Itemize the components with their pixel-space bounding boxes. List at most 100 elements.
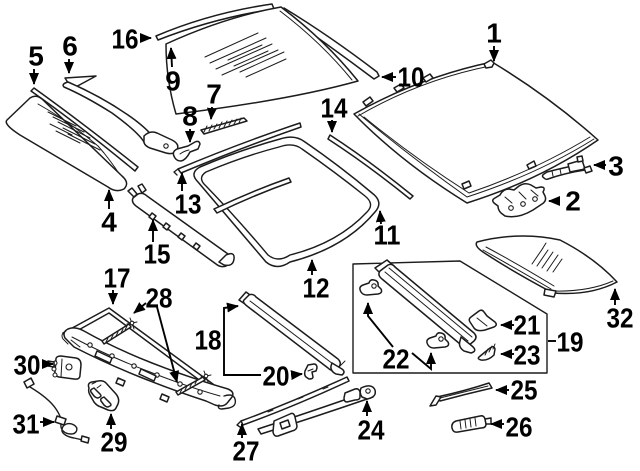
callout-19[interactable]: 19 bbox=[548, 327, 584, 358]
part-24-side-rail bbox=[257, 385, 377, 437]
part-number-9[interactable]: 9 bbox=[165, 66, 181, 97]
callout-4[interactable]: 4 bbox=[101, 189, 117, 238]
part-number-5[interactable]: 5 bbox=[28, 41, 44, 72]
part-number-13[interactable]: 13 bbox=[175, 189, 202, 220]
part-20-end-bracket bbox=[303, 363, 318, 380]
callout-7[interactable]: 7 bbox=[206, 79, 222, 120]
leader-line-28-2 bbox=[156, 306, 179, 383]
part-25-channel-rail bbox=[429, 382, 493, 407]
leader-line-22-2 bbox=[411, 352, 436, 372]
callout-10[interactable]: 10 bbox=[381, 62, 425, 93]
part-9-glass-panel bbox=[165, 6, 359, 115]
part-1-roof-panel bbox=[353, 59, 599, 204]
part-2-bracket bbox=[491, 182, 547, 218]
part-number-28[interactable]: 28 bbox=[146, 283, 173, 314]
part-13-molding-strip bbox=[173, 122, 302, 176]
part-number-7[interactable]: 7 bbox=[206, 79, 222, 110]
part-21-guide-piece bbox=[468, 309, 498, 332]
callout-6[interactable]: 6 bbox=[62, 31, 78, 74]
callout-24[interactable]: 24 bbox=[358, 400, 385, 446]
part-31-drive-cable bbox=[23, 377, 90, 444]
part-number-15[interactable]: 15 bbox=[144, 239, 171, 270]
part-number-17[interactable]: 17 bbox=[104, 263, 131, 294]
part-22-cable-end-right bbox=[426, 332, 450, 349]
callout-26[interactable]: 26 bbox=[490, 412, 533, 443]
callout-20[interactable]: 20 bbox=[263, 361, 303, 392]
part-19-detail-box bbox=[352, 260, 548, 374]
part-16-molding-strip bbox=[155, 3, 275, 41]
part-22-cable-end-left bbox=[359, 279, 383, 296]
callout-3[interactable]: 3 bbox=[593, 151, 624, 182]
part-number-21[interactable]: 21 bbox=[514, 310, 541, 341]
callout-32[interactable]: 32 bbox=[607, 288, 634, 334]
part-number-19[interactable]: 19 bbox=[557, 327, 584, 358]
part-number-30[interactable]: 30 bbox=[14, 350, 41, 381]
part-28-guide-screws bbox=[101, 317, 212, 396]
callout-17[interactable]: 17 bbox=[104, 263, 131, 305]
part-23-plug bbox=[477, 343, 496, 361]
part-number-23[interactable]: 23 bbox=[514, 340, 541, 371]
part-number-2[interactable]: 2 bbox=[565, 186, 581, 217]
part-number-6[interactable]: 6 bbox=[62, 31, 78, 62]
callout-5[interactable]: 5 bbox=[28, 41, 44, 85]
leader-line-9 bbox=[166, 47, 177, 68]
part-18-drive-rail bbox=[238, 291, 346, 376]
callout-15[interactable]: 15 bbox=[144, 219, 171, 270]
callout-30[interactable]: 30 bbox=[14, 350, 54, 381]
part-3-bolt bbox=[541, 155, 593, 181]
part-number-8[interactable]: 8 bbox=[182, 101, 198, 132]
part-27-rail bbox=[236, 376, 350, 428]
callout-29[interactable]: 29 bbox=[101, 413, 128, 458]
part-number-1[interactable]: 1 bbox=[486, 18, 502, 49]
callout-9[interactable]: 9 bbox=[165, 47, 181, 97]
part-6-wind-deflector bbox=[62, 75, 179, 155]
part-number-29[interactable]: 29 bbox=[101, 427, 128, 458]
part-number-24[interactable]: 24 bbox=[358, 415, 385, 446]
part-number-16[interactable]: 16 bbox=[112, 24, 139, 55]
part-number-4[interactable]: 4 bbox=[101, 207, 117, 238]
callout-13[interactable]: 13 bbox=[175, 172, 202, 220]
callout-23[interactable]: 23 bbox=[500, 340, 541, 371]
callout-18[interactable]: 18 bbox=[195, 302, 262, 376]
callout-11[interactable]: 11 bbox=[374, 210, 401, 251]
callout-27[interactable]: 27 bbox=[233, 423, 260, 467]
part-number-25[interactable]: 25 bbox=[511, 375, 538, 406]
callout-31[interactable]: 31 bbox=[13, 409, 55, 440]
leader-line-18 bbox=[223, 302, 261, 376]
part-number-3[interactable]: 3 bbox=[608, 151, 624, 182]
part-14-molding-strip bbox=[327, 134, 414, 200]
part-number-10[interactable]: 10 bbox=[398, 62, 425, 93]
part-number-12[interactable]: 12 bbox=[303, 273, 330, 304]
callout-1[interactable]: 1 bbox=[486, 18, 502, 62]
callout-22[interactable]: 22 bbox=[363, 302, 436, 375]
part-number-26[interactable]: 26 bbox=[506, 412, 533, 443]
part-number-11[interactable]: 11 bbox=[374, 220, 401, 251]
part-number-14[interactable]: 14 bbox=[321, 93, 348, 124]
leader-line-11 bbox=[375, 210, 386, 225]
part-8-bracket bbox=[172, 140, 201, 162]
callout-14[interactable]: 14 bbox=[321, 93, 348, 133]
callout-25[interactable]: 25 bbox=[495, 375, 538, 406]
part-7-guide-rod bbox=[200, 117, 248, 135]
leader-line-20 bbox=[290, 370, 303, 381]
callout-8[interactable]: 8 bbox=[182, 101, 198, 143]
part-number-32[interactable]: 32 bbox=[607, 303, 634, 334]
part-number-31[interactable]: 31 bbox=[13, 409, 40, 440]
part-29-mount-bracket bbox=[87, 380, 120, 412]
callout-21[interactable]: 21 bbox=[500, 310, 541, 341]
part-32-rear-glass bbox=[475, 235, 618, 298]
callout-16[interactable]: 16 bbox=[112, 24, 152, 55]
part-26-clip bbox=[451, 415, 492, 433]
part-number-20[interactable]: 20 bbox=[263, 361, 290, 392]
part-number-27[interactable]: 27 bbox=[233, 436, 260, 467]
part-4-shade-panel bbox=[5, 95, 128, 192]
leader-line-28-1 bbox=[133, 302, 147, 314]
callout-28[interactable]: 28 bbox=[133, 283, 179, 383]
part-number-18[interactable]: 18 bbox=[195, 325, 222, 356]
leader-line-22-1 bbox=[363, 302, 394, 348]
part-number-22[interactable]: 22 bbox=[383, 344, 410, 375]
callout-2[interactable]: 2 bbox=[548, 186, 581, 217]
callout-12[interactable]: 12 bbox=[303, 259, 330, 304]
